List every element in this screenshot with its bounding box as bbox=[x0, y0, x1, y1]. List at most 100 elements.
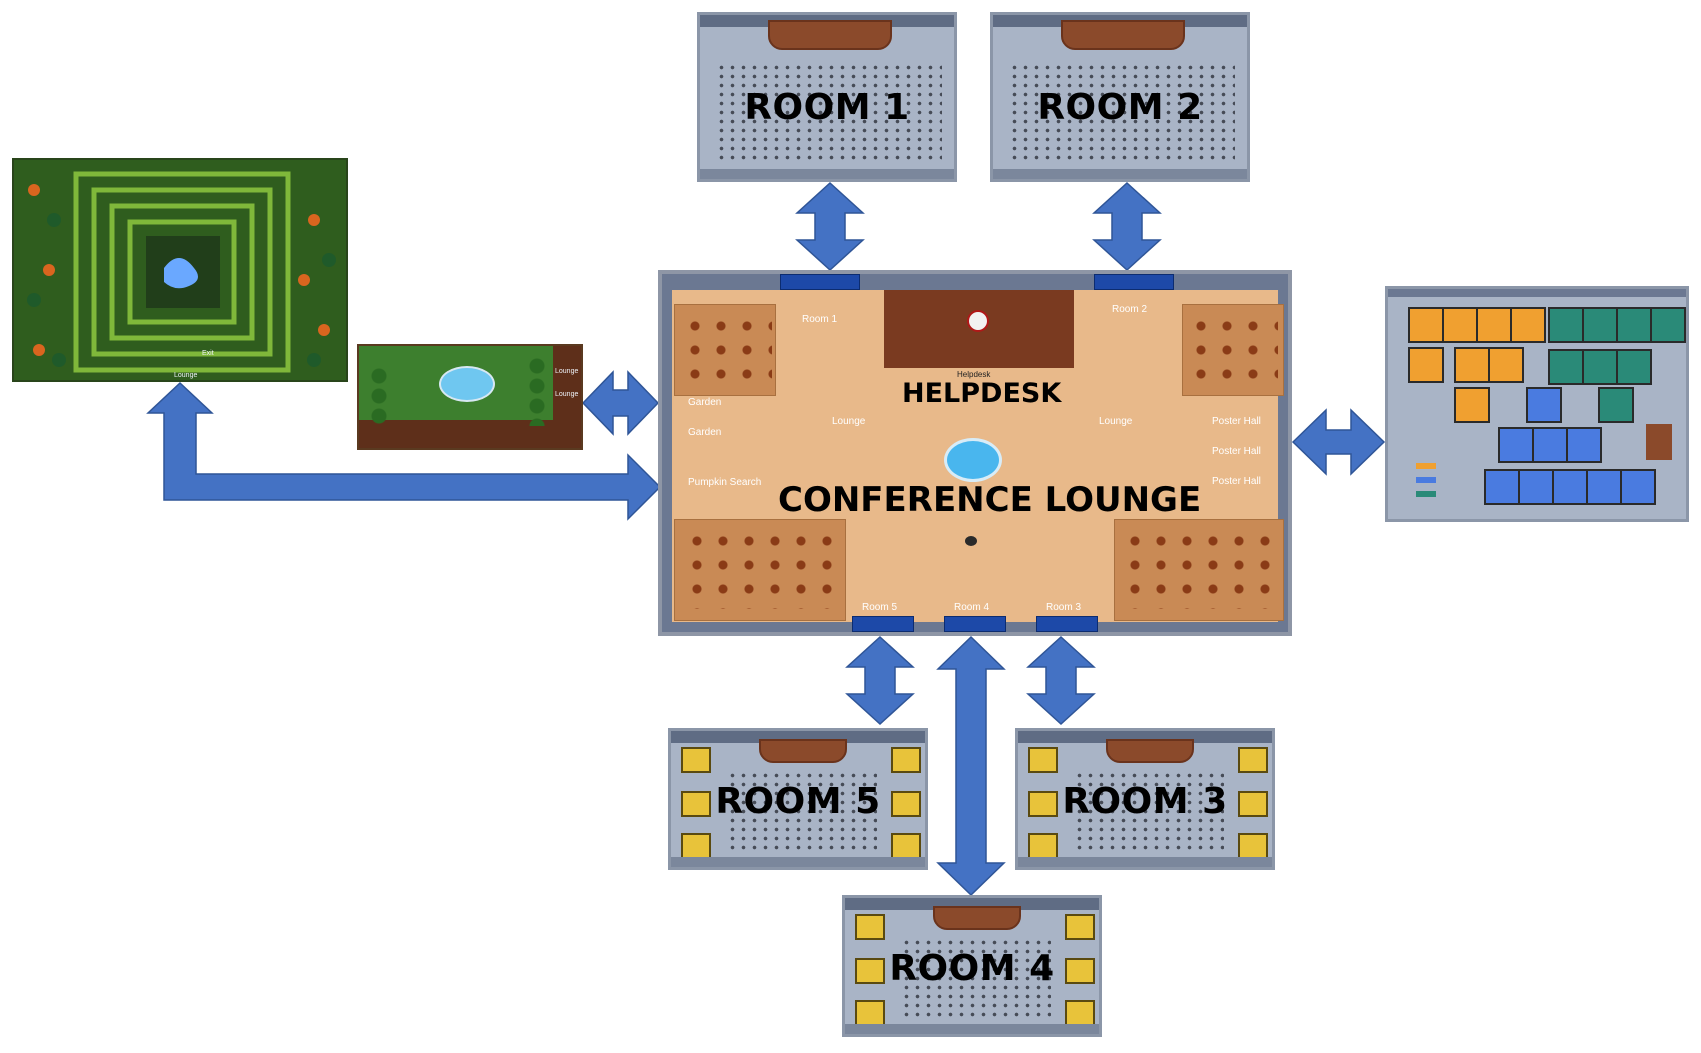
room4-map[interactable]: ROOM 4 bbox=[842, 895, 1102, 1037]
poster-blue-2 bbox=[1498, 427, 1534, 463]
door-room3[interactable] bbox=[1036, 616, 1098, 632]
fountain bbox=[944, 438, 1002, 482]
door-room1[interactable] bbox=[780, 274, 860, 290]
lounge-label-room5: Room 5 bbox=[862, 602, 898, 613]
lounge-label-poster-1: Poster Hall bbox=[1212, 416, 1261, 427]
poster-orange-5 bbox=[1408, 347, 1444, 383]
garden-lounge-label-2: Lounge bbox=[555, 391, 579, 398]
lounge-hole bbox=[965, 536, 977, 546]
room1-stage bbox=[768, 20, 892, 50]
lounge-left-wall bbox=[662, 274, 672, 632]
lounge-right-wall bbox=[1278, 274, 1288, 632]
poster-teal-8 bbox=[1598, 387, 1634, 423]
door-room5[interactable] bbox=[852, 616, 914, 632]
poster-orange-3 bbox=[1476, 307, 1512, 343]
room1-map[interactable]: ROOM 1 bbox=[697, 12, 957, 182]
arrow-room1-lounge bbox=[795, 181, 865, 272]
pumpkin-maze-map[interactable]: Exit Lounge bbox=[12, 158, 348, 382]
room3-label: ROOM 3 bbox=[1062, 781, 1228, 822]
room5-pod-b6 bbox=[681, 747, 711, 773]
room5-map[interactable]: ROOM 5 bbox=[668, 728, 928, 870]
poster-legend bbox=[1416, 463, 1436, 503]
room3-stage bbox=[1106, 739, 1194, 763]
lounge-label-room1: Room 1 bbox=[802, 314, 838, 325]
garden-map[interactable]: Lounge Lounge bbox=[357, 344, 583, 450]
room4-wall bbox=[845, 898, 1099, 910]
room3-pod-b6 bbox=[1028, 747, 1058, 773]
poster-blue-4 bbox=[1566, 427, 1602, 463]
lounge-furniture-top-left bbox=[682, 314, 772, 384]
room4-pod-b2 bbox=[1065, 958, 1095, 984]
room3-pod-b1 bbox=[1238, 747, 1268, 773]
room5-stage bbox=[759, 739, 847, 763]
room3-wall bbox=[1018, 731, 1272, 743]
lounge-label-pumpkin: Pumpkin Search bbox=[688, 477, 762, 488]
maze-paths bbox=[27, 171, 336, 373]
lounge-furniture-bottom-left bbox=[684, 529, 840, 609]
room5-pod-b1 bbox=[891, 747, 921, 773]
room3-pod-b5 bbox=[1028, 791, 1058, 817]
poster-blue-6 bbox=[1518, 469, 1554, 505]
maze-exit-label: Exit bbox=[202, 350, 214, 357]
room4-pod-b3 bbox=[1065, 1000, 1095, 1026]
room2-seats bbox=[1009, 63, 1235, 163]
garden-path bbox=[359, 420, 581, 448]
room4-label: ROOM 4 bbox=[889, 948, 1055, 989]
garden-trees-left bbox=[369, 366, 389, 426]
room5-label: ROOM 5 bbox=[715, 781, 881, 822]
room5-pod-b2 bbox=[891, 791, 921, 817]
room4-pod-b4 bbox=[855, 1000, 885, 1026]
room1-floor bbox=[700, 169, 954, 179]
room2-label: ROOM 2 bbox=[1037, 87, 1203, 128]
poster-blue-1 bbox=[1526, 387, 1562, 423]
room4-stage bbox=[933, 906, 1021, 930]
door-room4[interactable] bbox=[944, 616, 1006, 632]
arrow-room3-lounge bbox=[1026, 635, 1096, 726]
garden-trees-right bbox=[527, 356, 547, 426]
room2-stage bbox=[1061, 20, 1185, 50]
garden-lounge-label-1: Lounge bbox=[555, 368, 579, 375]
door-room2[interactable] bbox=[1094, 274, 1174, 290]
poster-teal-2 bbox=[1582, 307, 1618, 343]
room5-pod-b4 bbox=[681, 833, 711, 859]
lounge-label-lounge-right: Lounge bbox=[1099, 416, 1133, 427]
lounge-label-room3: Room 3 bbox=[1046, 602, 1082, 613]
arrow-room5-lounge bbox=[845, 635, 915, 726]
arrow-room4-lounge bbox=[936, 635, 1006, 897]
poster-stage bbox=[1646, 424, 1672, 460]
poster-teal-5 bbox=[1548, 349, 1584, 385]
lounge-label-room2: Room 2 bbox=[1112, 304, 1148, 315]
conference-lounge-map[interactable]: Room 1 Room 2 Helpdesk Lounge Lounge Gar… bbox=[658, 270, 1292, 636]
room5-floor bbox=[671, 857, 925, 867]
poster-orange-4 bbox=[1510, 307, 1546, 343]
poster-hall-map[interactable] bbox=[1385, 286, 1689, 522]
arrow-garden-lounge bbox=[581, 370, 660, 436]
room2-floor bbox=[993, 169, 1247, 179]
poster-blue-9 bbox=[1620, 469, 1656, 505]
lounge-title: CONFERENCE LOUNGE bbox=[778, 480, 1202, 520]
room4-pod-b6 bbox=[855, 914, 885, 940]
room1-label: ROOM 1 bbox=[744, 87, 910, 128]
room5-pod-b3 bbox=[891, 833, 921, 859]
poster-wall bbox=[1388, 289, 1686, 297]
room3-seats bbox=[1074, 771, 1224, 851]
lounge-label-helpdesk: Helpdesk bbox=[957, 370, 991, 379]
lounge-label-garden-2: Garden bbox=[688, 427, 722, 438]
room3-pod-b2 bbox=[1238, 791, 1268, 817]
lounge-furniture-top-right bbox=[1188, 314, 1278, 384]
poster-teal-7 bbox=[1616, 349, 1652, 385]
room3-floor bbox=[1018, 857, 1272, 867]
room5-seats bbox=[727, 771, 877, 851]
room3-map[interactable]: ROOM 3 bbox=[1015, 728, 1275, 870]
lounge-label-lounge-left: Lounge bbox=[832, 416, 866, 427]
poster-blue-8 bbox=[1586, 469, 1622, 505]
poster-orange-2 bbox=[1442, 307, 1478, 343]
room2-map[interactable]: ROOM 2 bbox=[990, 12, 1250, 182]
helpdesk-title: HELPDESK bbox=[902, 378, 1062, 409]
room3-pod-b3 bbox=[1238, 833, 1268, 859]
lounge-label-poster-3: Poster Hall bbox=[1212, 476, 1261, 487]
lounge-furniture-bottom-right bbox=[1122, 529, 1278, 609]
garden-side-path bbox=[553, 346, 581, 426]
maze-lounge-label: Lounge bbox=[174, 372, 198, 379]
lounge-label-garden-1: Garden bbox=[688, 397, 722, 408]
